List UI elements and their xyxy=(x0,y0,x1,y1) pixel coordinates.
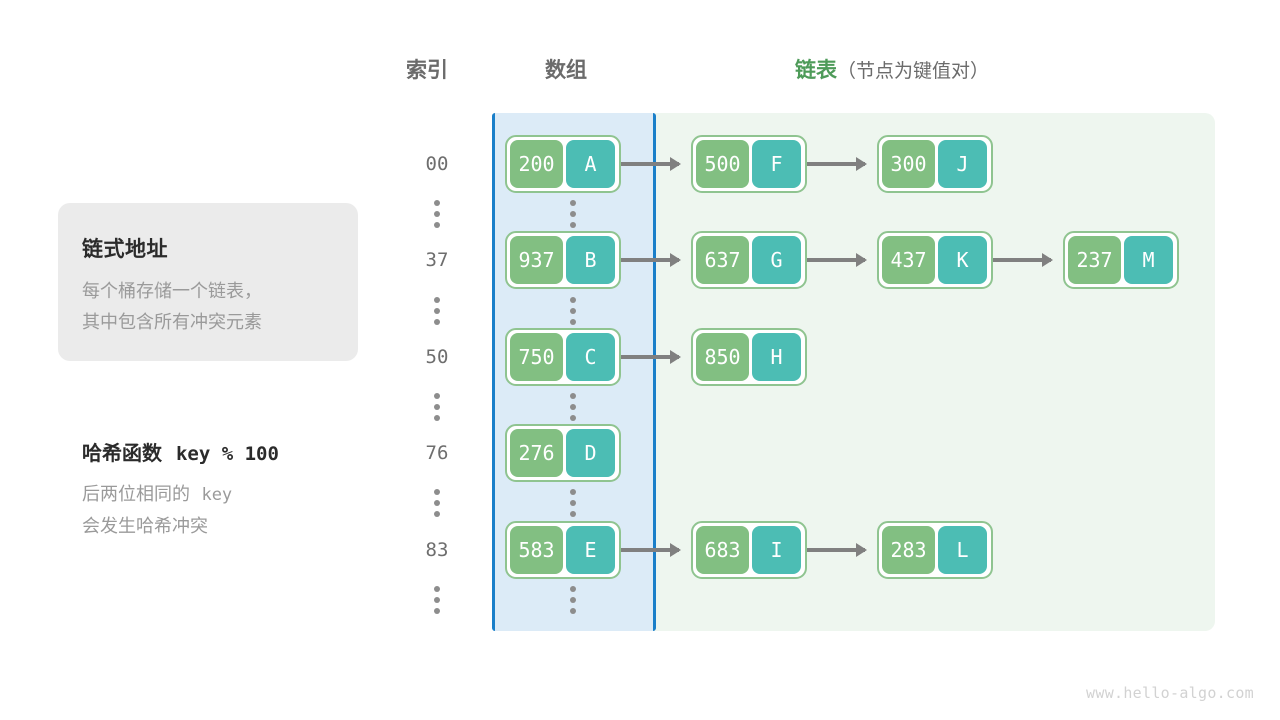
node-key: 500 xyxy=(696,140,749,188)
hash-function-description: 后两位相同的 key 会发生哈希冲突 xyxy=(82,479,362,542)
header-index-label: 索引 xyxy=(406,58,448,82)
node-key: 300 xyxy=(882,140,935,188)
node-value: I xyxy=(752,526,801,574)
bucket-index-label: 50 xyxy=(425,346,449,368)
linked-list-arrow xyxy=(621,350,681,364)
bucket-index-label: 76 xyxy=(425,442,449,464)
info-card-body-line-2: 其中包含所有冲突元素 xyxy=(82,312,262,333)
node-key: 850 xyxy=(696,333,749,381)
index-ellipsis xyxy=(426,200,448,228)
linked-list-arrow xyxy=(621,543,681,557)
node-key: 437 xyxy=(882,236,935,284)
node-key: 237 xyxy=(1068,236,1121,284)
index-ellipsis xyxy=(426,393,448,421)
header-array-label: 数组 xyxy=(545,58,587,82)
array-ellipsis xyxy=(562,393,584,421)
index-ellipsis xyxy=(426,489,448,517)
info-card-title: 链式地址 xyxy=(82,237,168,261)
array-ellipsis xyxy=(562,297,584,325)
node-value: D xyxy=(566,429,615,477)
node-value: E xyxy=(566,526,615,574)
node-key: 283 xyxy=(882,526,935,574)
node-key: 637 xyxy=(696,236,749,284)
node-key: 750 xyxy=(510,333,563,381)
linked-list-arrow xyxy=(621,157,681,171)
info-card-body: 每个桶存储一个链表， 其中包含所有冲突元素 xyxy=(82,276,342,338)
hash-function-title: 哈希函数 key % 100 xyxy=(82,437,279,466)
hash-description-key-token: key xyxy=(201,485,233,505)
hash-description-line-1: 后两位相同的 key xyxy=(82,479,362,511)
array-ellipsis xyxy=(562,200,584,228)
hash-description-line-2: 会发生哈希冲突 xyxy=(82,516,208,537)
node-value: C xyxy=(566,333,615,381)
node-value: K xyxy=(938,236,987,284)
hash-function-label: 哈希函数 xyxy=(82,441,162,465)
header-linked-list-sublabel: （节点为键值对） xyxy=(837,60,990,82)
bucket-index-label: 37 xyxy=(425,249,449,271)
node-value: M xyxy=(1124,236,1173,284)
hash-function-expression: key % 100 xyxy=(175,443,279,465)
linked-list-arrow xyxy=(807,253,867,267)
bucket-index-label: 83 xyxy=(425,539,449,561)
bucket-index-label: 00 xyxy=(425,153,449,175)
linked-list-arrow xyxy=(807,157,867,171)
node-value: B xyxy=(566,236,615,284)
info-card-body-line-1: 每个桶存储一个链表， xyxy=(82,281,262,302)
header-array: 数组 xyxy=(545,54,587,84)
info-card xyxy=(58,203,358,361)
linked-list-arrow xyxy=(621,253,681,267)
index-ellipsis xyxy=(426,297,448,325)
node-value: F xyxy=(752,140,801,188)
node-value: L xyxy=(938,526,987,574)
hash-description-line-1-text: 后两位相同的 xyxy=(82,484,190,505)
node-key: 683 xyxy=(696,526,749,574)
node-key: 200 xyxy=(510,140,563,188)
node-key: 583 xyxy=(510,526,563,574)
watermark: www.hello-algo.com xyxy=(1086,684,1254,702)
node-key: 937 xyxy=(510,236,563,284)
node-value: G xyxy=(752,236,801,284)
array-ellipsis xyxy=(562,489,584,517)
header-linked-list: 链表（节点为键值对） xyxy=(795,54,989,84)
index-ellipsis xyxy=(426,586,448,614)
node-value: J xyxy=(938,140,987,188)
array-ellipsis xyxy=(562,586,584,614)
node-value: A xyxy=(566,140,615,188)
header-linked-list-label: 链表 xyxy=(795,58,837,82)
linked-list-arrow xyxy=(993,253,1053,267)
header-index: 索引 xyxy=(406,54,448,84)
node-key: 276 xyxy=(510,429,563,477)
linked-list-arrow xyxy=(807,543,867,557)
node-value: H xyxy=(752,333,801,381)
